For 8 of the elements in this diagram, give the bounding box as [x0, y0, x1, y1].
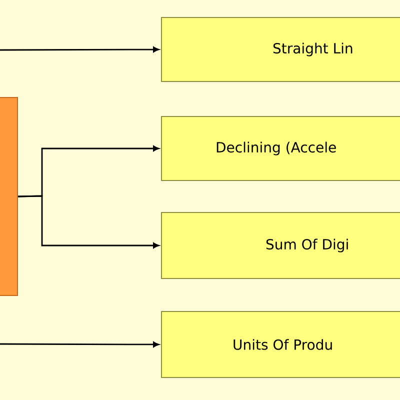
method-box: Straight Lin: [161, 17, 400, 82]
arrow: [0, 342, 160, 348]
method-box: Units Of Produ: [161, 311, 400, 378]
arrow: [18, 195, 160, 248]
category-box: [0, 97, 18, 296]
method-box: Sum Of Digi: [161, 212, 400, 279]
arrow: [0, 46, 160, 52]
method-box: Declining (Accele: [161, 116, 400, 181]
